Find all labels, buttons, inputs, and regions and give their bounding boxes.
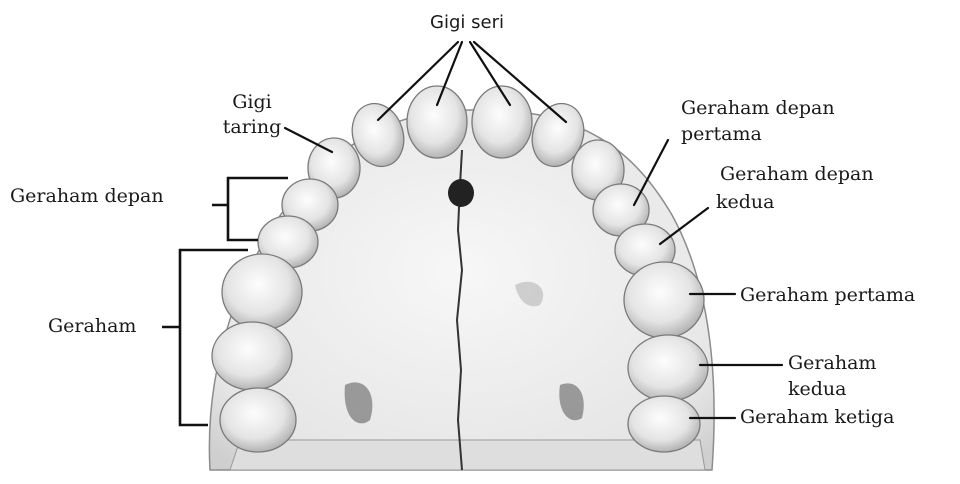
molar-tooth [628, 396, 700, 452]
molar-tooth [624, 262, 704, 338]
incisor-tooth [407, 86, 467, 158]
label-second-premolar-line2: kedua [716, 190, 774, 215]
label-first-premolar-line2: pertama [681, 122, 762, 147]
molar-tooth [212, 322, 292, 390]
label-canine-line2: taring [216, 115, 288, 140]
label-incisors: Gigi seri [412, 10, 522, 35]
label-premolars-group: Geraham depan [10, 184, 164, 209]
label-second-premolar-line1: Geraham depan [720, 162, 874, 187]
molar-tooth [222, 254, 302, 330]
label-canine-line1: Gigi [222, 90, 282, 115]
molar-tooth [628, 335, 708, 401]
palate-base [230, 440, 705, 470]
label-first-molar: Geraham pertama [740, 283, 915, 308]
label-first-premolar-line1: Geraham depan [681, 96, 835, 121]
label-second-molar-line1: Geraham [788, 351, 876, 376]
incisor-tooth [472, 86, 532, 158]
molar-tooth [220, 388, 296, 452]
label-second-molar-line2: kedua [788, 377, 846, 402]
label-molars-group: Geraham [48, 314, 136, 339]
label-third-molar: Geraham ketiga [740, 405, 894, 430]
incisive-foramen [448, 179, 474, 207]
